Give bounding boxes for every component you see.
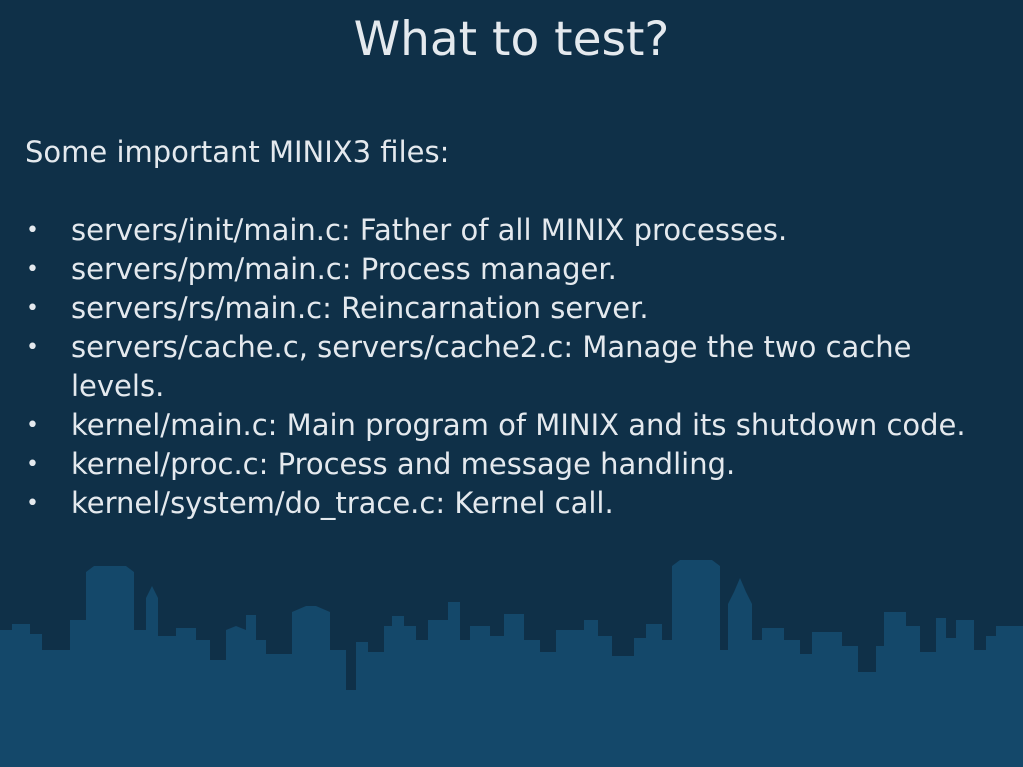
list-item: • kernel/proc.c: Process and message han… [26, 445, 996, 484]
bullet-icon: • [26, 413, 39, 438]
file-description: servers/cache.c, servers/cache2.c: Manag… [71, 330, 912, 403]
list-item: • servers/init/main.c: Father of all MIN… [26, 211, 996, 250]
list-item: • servers/cache.c, servers/cache2.c: Man… [26, 328, 996, 406]
file-description: kernel/main.c: Main program of MINIX and… [71, 408, 966, 442]
file-list: • servers/init/main.c: Father of all MIN… [26, 211, 996, 523]
list-item: • servers/pm/main.c: Process manager. [26, 250, 996, 289]
file-description: servers/rs/main.c: Reincarnation server. [71, 291, 649, 325]
bullet-icon: • [26, 452, 39, 477]
intro-text: Some important MINIX3 files: [25, 135, 450, 169]
file-description: servers/init/main.c: Father of all MINIX… [71, 213, 788, 247]
list-item: • kernel/system/do_trace.c: Kernel call. [26, 484, 996, 523]
bullet-icon: • [26, 335, 39, 360]
file-description: kernel/proc.c: Process and message handl… [71, 447, 736, 481]
bullet-icon: • [26, 218, 39, 243]
file-description: servers/pm/main.c: Process manager. [71, 252, 617, 286]
file-description: kernel/system/do_trace.c: Kernel call. [71, 486, 614, 520]
slide-title: What to test? [353, 12, 670, 67]
bullet-icon: • [26, 296, 39, 321]
list-item: • servers/rs/main.c: Reincarnation serve… [26, 289, 996, 328]
list-item: • kernel/main.c: Main program of MINIX a… [26, 406, 996, 445]
bullet-icon: • [26, 491, 39, 516]
bullet-icon: • [26, 257, 39, 282]
